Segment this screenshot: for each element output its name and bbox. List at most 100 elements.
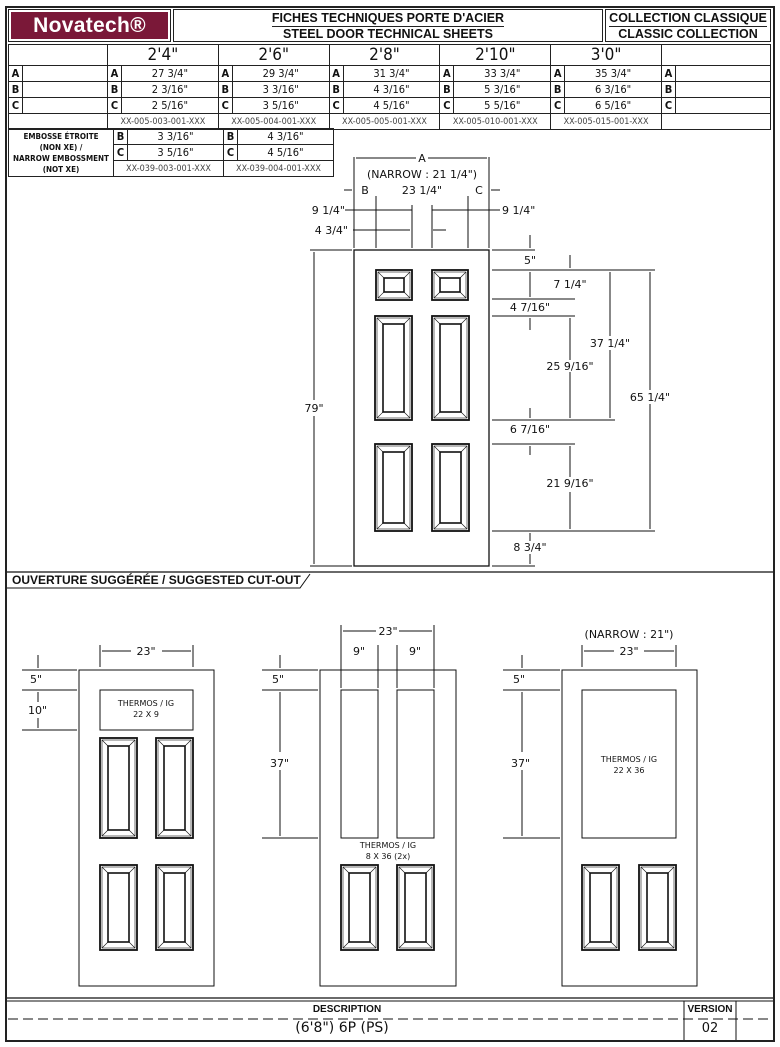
panel-line [340, 864, 379, 951]
size-header-row: 2'4"2'6"2'8"2'10"3'0" [8, 44, 771, 66]
panel-line [157, 829, 165, 837]
dim-glass-height: 10" [28, 704, 47, 717]
panel-line [431, 269, 469, 301]
panel-line [439, 323, 462, 413]
panel-line [377, 291, 385, 299]
panel-line [403, 522, 411, 530]
panel-line [107, 745, 130, 831]
label-line: EMBOSSE ÉTROITE [23, 131, 99, 141]
panel-line [398, 866, 433, 949]
dim-mullion: 4 3/4" [315, 224, 348, 237]
panel-line [128, 829, 136, 837]
dim-b: B [361, 184, 369, 197]
novatech-logo: Novatech® [11, 12, 168, 39]
panel-line [155, 864, 194, 951]
dim-bottom-rail: 8 3/4" [513, 541, 546, 554]
dim-height: 79" [304, 402, 323, 415]
raised-panel [155, 737, 194, 839]
dim-left-stile: 9 1/4" [312, 204, 345, 217]
raised-panel [431, 315, 470, 421]
sheet-border [5, 6, 775, 1042]
panel-line [640, 866, 648, 874]
glass-cutout-left [340, 689, 379, 839]
part-number: XX-039-004-001-XXX [223, 160, 334, 177]
panel-line [155, 737, 194, 839]
door-outline [561, 669, 698, 987]
panel-line [376, 445, 411, 530]
glass-cutout [99, 689, 194, 731]
panel-line [403, 317, 411, 325]
raised-panel [99, 737, 138, 839]
glass-size: 22 X 9 [133, 710, 159, 719]
panel-line [433, 271, 467, 299]
panel-line [640, 941, 648, 949]
panel-line [107, 872, 130, 943]
panel-line [157, 739, 165, 747]
raised-panel [431, 443, 470, 532]
panel-line [99, 737, 138, 839]
cell-value: 6 5/16" [564, 97, 662, 114]
panel-line [382, 451, 405, 524]
panel-line [403, 271, 411, 279]
panel-line [374, 443, 413, 532]
dim-top: 5" [513, 673, 525, 686]
raised-panel [396, 864, 435, 951]
label-line: (NOT XE) [42, 164, 80, 174]
description-label: DESCRIPTION [313, 1004, 381, 1015]
panel-line [382, 323, 405, 413]
dim-narrow: (NARROW : 21 1/4") [367, 168, 477, 181]
panel-line [342, 866, 377, 949]
glass-cutout [581, 689, 677, 839]
door-outline [353, 249, 490, 567]
panel-line [433, 522, 441, 530]
cell-letter: C [107, 97, 122, 114]
panel-line [403, 445, 411, 453]
panel-line [431, 315, 470, 421]
dim-width: 23" [619, 645, 638, 658]
panel-line [184, 829, 192, 837]
panel-line [404, 872, 427, 943]
panel-line [157, 941, 165, 949]
dim-center-width: 23 1/4" [402, 184, 442, 197]
panel-line [184, 941, 192, 949]
raised-panel [638, 864, 677, 951]
panel-line [439, 277, 461, 293]
glass-size: 8 X 36 (2x) [366, 852, 410, 861]
panel-line [640, 866, 675, 949]
panel-line [374, 315, 413, 421]
panel-line [376, 445, 384, 453]
panel-line [583, 866, 618, 949]
glass-label: THERMOS / IG [600, 755, 657, 764]
panel-line [589, 872, 612, 943]
panel-line [460, 411, 468, 419]
logo-box: Novatech® [8, 9, 171, 42]
panel-line [433, 445, 441, 453]
panel-line [377, 271, 385, 279]
panel-line [396, 864, 435, 951]
cutout-door-3: THERMOS / IG 22 X 36 (NARROW : 21") 23" … [503, 628, 698, 987]
dim-c: C [475, 184, 483, 197]
cell-value: 3 3/16" [127, 128, 224, 145]
dim-bottom-panel: 21 9/16" [546, 477, 593, 490]
dim-a: A [418, 152, 426, 165]
raised-panel [340, 864, 379, 951]
panel-line [157, 866, 192, 949]
panel-line [99, 864, 138, 951]
panel-line [369, 941, 377, 949]
raised-panel [431, 269, 469, 301]
panel-line [101, 739, 109, 747]
version-value: 02 [702, 1021, 719, 1036]
panel-line [377, 271, 411, 299]
panel-line [460, 522, 468, 530]
dim-right-stile: 9 1/4" [502, 204, 535, 217]
cutout-door-1: THERMOS / IG 22 X 9 23" 5" 10" [22, 645, 215, 987]
title-en: STEEL DOOR TECHNICAL SHEETS [283, 27, 493, 41]
dim-top-rail: 5" [524, 254, 536, 267]
panel-line [433, 317, 468, 419]
glass-size: 22 X 36 [614, 766, 645, 775]
panel-line [184, 739, 192, 747]
